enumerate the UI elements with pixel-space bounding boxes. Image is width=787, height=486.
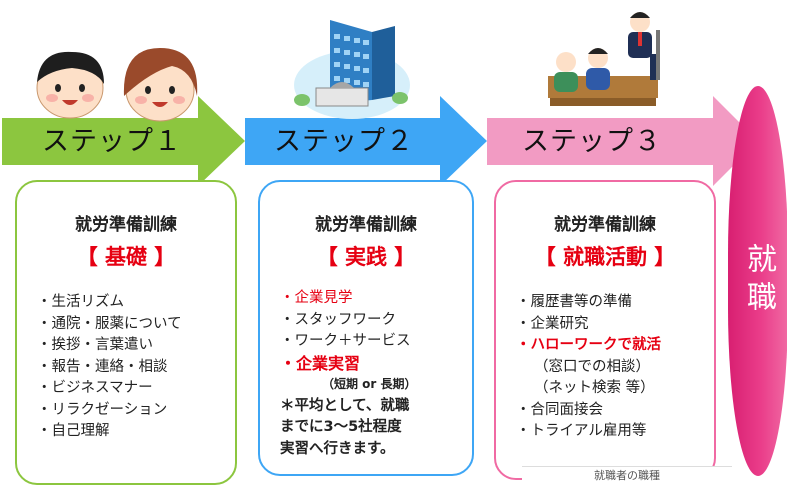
step2-item-list: ・企業見学 ・スタッフワーク ・ワーク＋サービス ・企業実習 （短期 or 長期… xyxy=(280,288,417,460)
list-item: （ネット検索 等） xyxy=(534,380,655,396)
list-item: ・ワーク＋サービス xyxy=(280,333,411,349)
list-item: ・挨拶・言葉遣い xyxy=(37,337,153,353)
step3-card-title: 就労準備訓練 xyxy=(554,215,656,235)
list-item: （短期 or 長期） xyxy=(322,377,417,391)
list-item: ・企業研究 xyxy=(516,315,589,332)
list-item: 実習へ行きます。 xyxy=(280,440,395,457)
list-item: ・ビジネスマナー xyxy=(37,380,153,396)
step1-label: ステップ１ xyxy=(42,126,182,157)
list-item: までに3～5社程度 xyxy=(280,419,402,435)
step2-card-subtitle: 【 実践 】 xyxy=(316,245,416,269)
list-item: ・企業見学 xyxy=(280,290,353,306)
step2-card-title: 就労準備訓練 xyxy=(315,215,417,235)
list-item: ・ハローワークで就活 xyxy=(516,337,661,353)
girl-face-icon xyxy=(123,48,198,122)
goal-label: 就職 xyxy=(741,243,776,319)
footer-caption: 就職者の職種 xyxy=(522,466,732,486)
list-item: ・リラクゼーション xyxy=(37,401,168,418)
step3-card: 就労準備訓練 【 就職活動 】 ・履歴書等の準備 ・企業研究 ・ハローワークで就… xyxy=(494,180,716,480)
step1-card: 就労準備訓練 【 基礎 】 ・生活リズム ・通院・服薬について ・挨拶・言葉遣い… xyxy=(15,180,237,485)
boy-face-icon xyxy=(36,51,104,119)
list-item: ・自己理解 xyxy=(37,423,110,439)
two-people-illustration xyxy=(36,48,198,122)
step2-label: ステップ２ xyxy=(274,126,414,157)
step2-arrow xyxy=(245,96,487,186)
step3-arrow xyxy=(487,96,758,186)
step2-card: 就労準備訓練 【 実践 】 ・企業見学 ・スタッフワーク ・ワーク＋サービス ・… xyxy=(258,180,474,476)
step1-card-title: 就労準備訓練 xyxy=(75,215,177,235)
list-item: ・トライアル雇用等 xyxy=(516,423,647,439)
step1-arrow xyxy=(2,96,245,186)
list-item: ・履歴書等の準備 xyxy=(516,294,632,310)
interview-illustration xyxy=(548,12,660,106)
candidate-icon xyxy=(628,12,660,80)
list-item: ＊平均として、就職 xyxy=(280,397,410,414)
list-item: （窓口での相談） xyxy=(534,358,650,375)
step3-label: ステップ３ xyxy=(522,126,662,157)
list-item: ・生活リズム xyxy=(37,294,124,310)
list-item: ・合同面接会 xyxy=(516,401,603,418)
step3-card-subtitle: 【 就職活動 】 xyxy=(534,245,676,269)
goal-employment-badge: 就職 xyxy=(728,86,787,476)
office-building-illustration xyxy=(294,20,410,119)
list-item: ・報告・連絡・相談 xyxy=(37,358,168,375)
step3-item-list: ・履歴書等の準備 ・企業研究 ・ハローワークで就活 （窓口での相談） （ネット検… xyxy=(516,292,661,443)
interviewer-left-icon xyxy=(554,52,578,92)
list-item: ・企業実習 xyxy=(280,353,361,373)
list-item: ・スタッフワーク xyxy=(280,311,396,328)
list-item: ・通院・服薬について xyxy=(37,315,182,332)
step1-item-list: ・生活リズム ・通院・服薬について ・挨拶・言葉遣い ・報告・連絡・相談 ・ビジ… xyxy=(37,292,182,443)
step1-card-subtitle: 【 基礎 】 xyxy=(76,245,176,269)
interviewer-right-icon xyxy=(586,48,610,90)
